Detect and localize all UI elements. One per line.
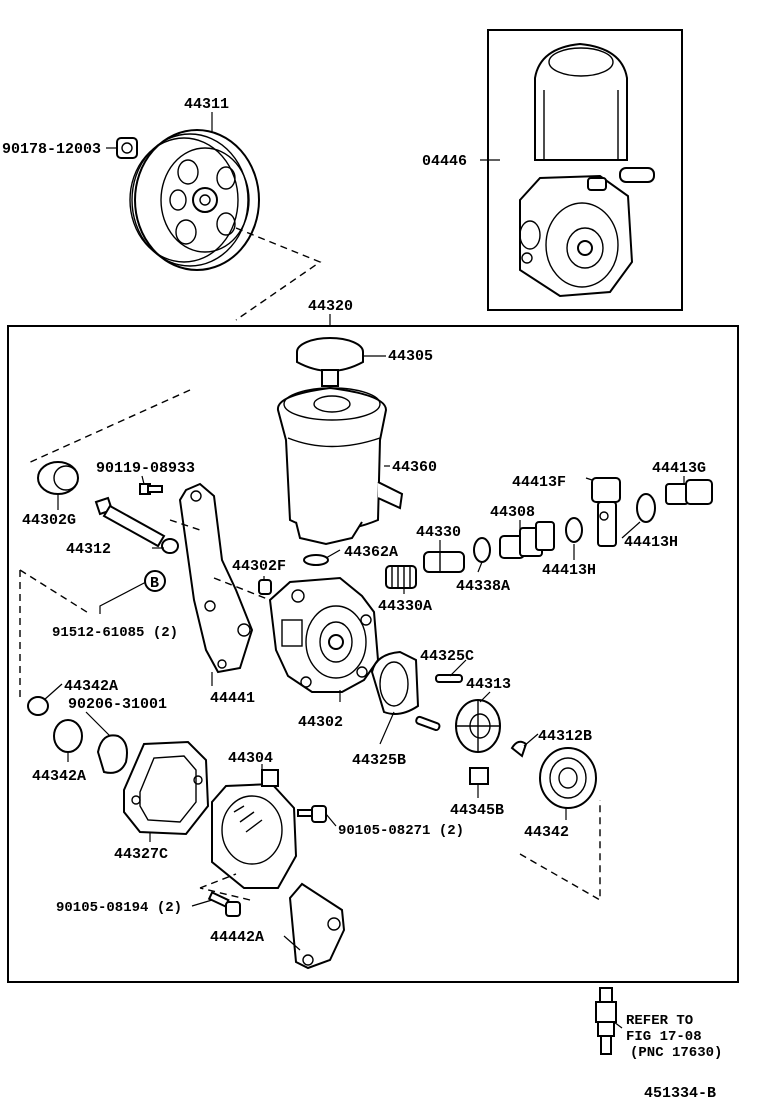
reference-b-circle: [144, 570, 166, 592]
bolt-90105-08271: [297, 805, 327, 823]
seal-44302G: [37, 461, 79, 495]
gasket-90206: [96, 734, 128, 774]
o-ring-44413H-right: [636, 493, 656, 523]
o-ring-44342A-small: [27, 696, 49, 716]
label-44302F: 44302F: [232, 558, 286, 575]
fitting-44308: [499, 521, 555, 559]
assembly-inset-frame: [487, 29, 683, 311]
refer-line-2: FIG 17-08: [626, 1029, 702, 1045]
label-44330: 44330: [416, 524, 461, 541]
label-44442A: 44442A: [210, 929, 264, 946]
bolt-90105-08194: [207, 891, 241, 917]
label-44308: 44308: [490, 504, 535, 521]
label-44413F: 44413F: [512, 474, 566, 491]
label-44302: 44302: [298, 714, 343, 731]
label-44313: 44313: [466, 676, 511, 693]
label-90105-08194: 90105-08194 (2): [56, 900, 182, 916]
o-ring-44362A: [303, 554, 329, 566]
pump-body-44302: [268, 576, 380, 693]
label-91512: 91512-61085 (2): [52, 625, 178, 641]
refer-line-1: REFER TO: [626, 1013, 693, 1029]
pulley-44311: [129, 129, 260, 271]
label-44304: 44304: [228, 750, 273, 767]
dashed-guides: [19, 227, 601, 902]
o-ring-44342A-large: [53, 719, 83, 753]
label-90178: 90178-12003: [2, 141, 101, 158]
bearing-44342: [539, 747, 597, 809]
label-44342A-bottom: 44342A: [32, 768, 86, 785]
label-44312B: 44312B: [538, 728, 592, 745]
label-90206: 90206-31001: [68, 696, 167, 713]
cam-ring-44325B: [370, 650, 420, 715]
label-44360: 44360: [392, 459, 437, 476]
pump-assembly-04446: [519, 42, 655, 298]
union-44413F: [591, 477, 621, 547]
clip-44312B: [510, 740, 528, 758]
label-90119: 90119-08933: [96, 460, 195, 477]
bracket-44442A: [288, 882, 346, 970]
label-44362A: 44362A: [344, 544, 398, 561]
part-labels: 44311 90178-12003 04446 44320 44305 4436…: [2, 96, 722, 1102]
pin-44325C-2: [415, 715, 441, 732]
label-44342: 44342: [524, 824, 569, 841]
label-44345B: 44345B: [450, 802, 504, 819]
label-44305: 44305: [388, 348, 433, 365]
label-04446: 04446: [422, 153, 467, 170]
label-44325B: 44325B: [352, 752, 406, 769]
pin-44325C: [435, 674, 463, 683]
label-44338A: 44338A: [456, 578, 510, 595]
shaft-44312: [94, 496, 179, 554]
label-90105-08271: 90105-08271 (2): [338, 823, 464, 839]
label-44413H-right: 44413H: [624, 534, 678, 551]
label-44320: 44320: [308, 298, 353, 315]
label-b: B: [150, 575, 159, 592]
rotor-44313: [455, 699, 501, 753]
nut-90178: [116, 137, 138, 159]
leader-lines: [43, 112, 685, 1029]
label-44302G: 44302G: [22, 512, 76, 529]
refer-line-3: (PNC 17630): [630, 1045, 722, 1061]
o-ring-44338A: [473, 537, 491, 563]
vane-44345B: [469, 767, 489, 785]
o-ring-44413H-mid: [565, 517, 583, 543]
pressure-switch: [595, 987, 617, 1055]
valve-44330: [423, 551, 465, 573]
bracket-44441: [178, 482, 254, 674]
label-44312: 44312: [66, 541, 111, 558]
label-44325C: 44325C: [420, 648, 474, 665]
spring-44330A: [385, 565, 417, 589]
reservoir-cap-44305: [296, 337, 364, 387]
label-44413G: 44413G: [652, 460, 706, 477]
plate-44327C: [123, 740, 210, 836]
label-44441: 44441: [210, 690, 255, 707]
bolt-90119: [139, 483, 163, 495]
cover-44304: [211, 769, 298, 889]
label-44311: 44311: [184, 96, 229, 113]
label-44327C: 44327C: [114, 846, 168, 863]
plug-44302F: [258, 579, 272, 595]
label-44342A-top: 44342A: [64, 678, 118, 695]
bolt-44413G: [665, 479, 713, 505]
reservoir-44360: [276, 386, 404, 546]
label-44330A: 44330A: [378, 598, 432, 615]
drawing-number: 451334-B: [644, 1085, 716, 1102]
label-44413H-mid: 44413H: [542, 562, 596, 579]
assembly-frame: [7, 325, 739, 983]
